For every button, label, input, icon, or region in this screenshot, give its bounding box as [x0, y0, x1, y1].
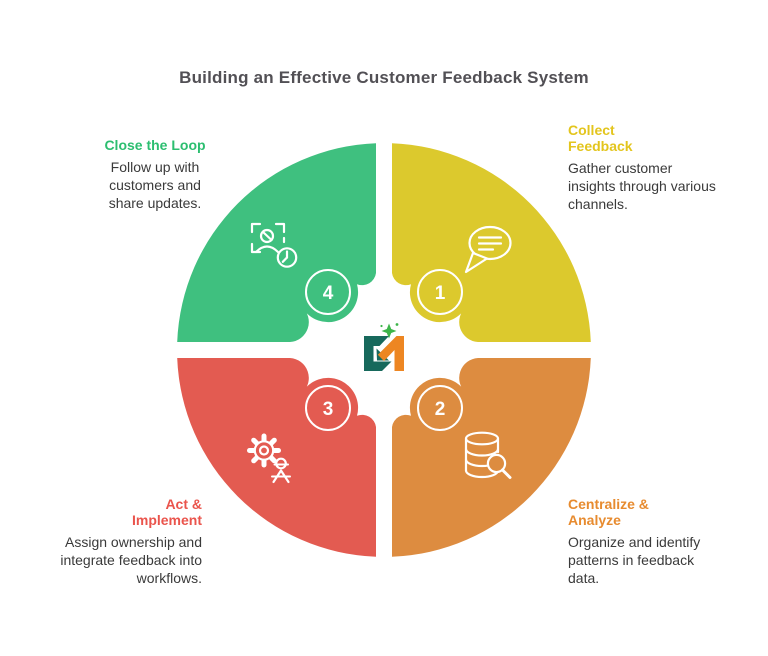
step-3-label: Act & Implement	[131, 496, 202, 529]
step-4-badge: 4	[305, 269, 351, 315]
step-4-number: 4	[323, 283, 334, 304]
sparkle-icon	[381, 323, 397, 339]
step-4-panel: Close the Loop Follow up with customers …	[75, 137, 235, 212]
step-1-badge: 1	[417, 269, 463, 315]
database-search-icon	[464, 431, 512, 479]
quadrant-act-implement	[177, 358, 376, 557]
chat-bubble-icon	[464, 225, 512, 274]
step-3-description: Assign ownership and integrate feedback …	[60, 534, 202, 586]
step-2-panel: Centralize & Analyze Organize and identi…	[568, 496, 764, 587]
step-1-label: Collect Feedback	[568, 122, 633, 155]
step-2-number: 2	[435, 399, 446, 420]
step-3-panel: Act & Implement Assign ownership and int…	[30, 496, 202, 587]
gear-person-icon	[247, 433, 291, 484]
page-title: Building an Effective Customer Feedback …	[179, 68, 589, 87]
step-2-description: Organize and identify patterns in feedba…	[568, 534, 701, 586]
step-1-number: 1	[435, 283, 446, 304]
step-4-description: Follow up with customers and share updat…	[108, 159, 202, 211]
step-2-label: Centralize & Analyze	[568, 496, 649, 529]
step-1-panel: Collect Feedback Gather customer insight…	[568, 122, 764, 213]
person-check-icon	[250, 222, 298, 268]
step-4-label: Close the Loop	[104, 137, 206, 153]
brand-logo	[364, 323, 404, 371]
step-3-number: 3	[323, 399, 334, 420]
step-1-description: Gather customer insights through various…	[568, 160, 716, 212]
step-2-badge: 2	[417, 385, 463, 431]
step-3-badge: 3	[305, 385, 351, 431]
